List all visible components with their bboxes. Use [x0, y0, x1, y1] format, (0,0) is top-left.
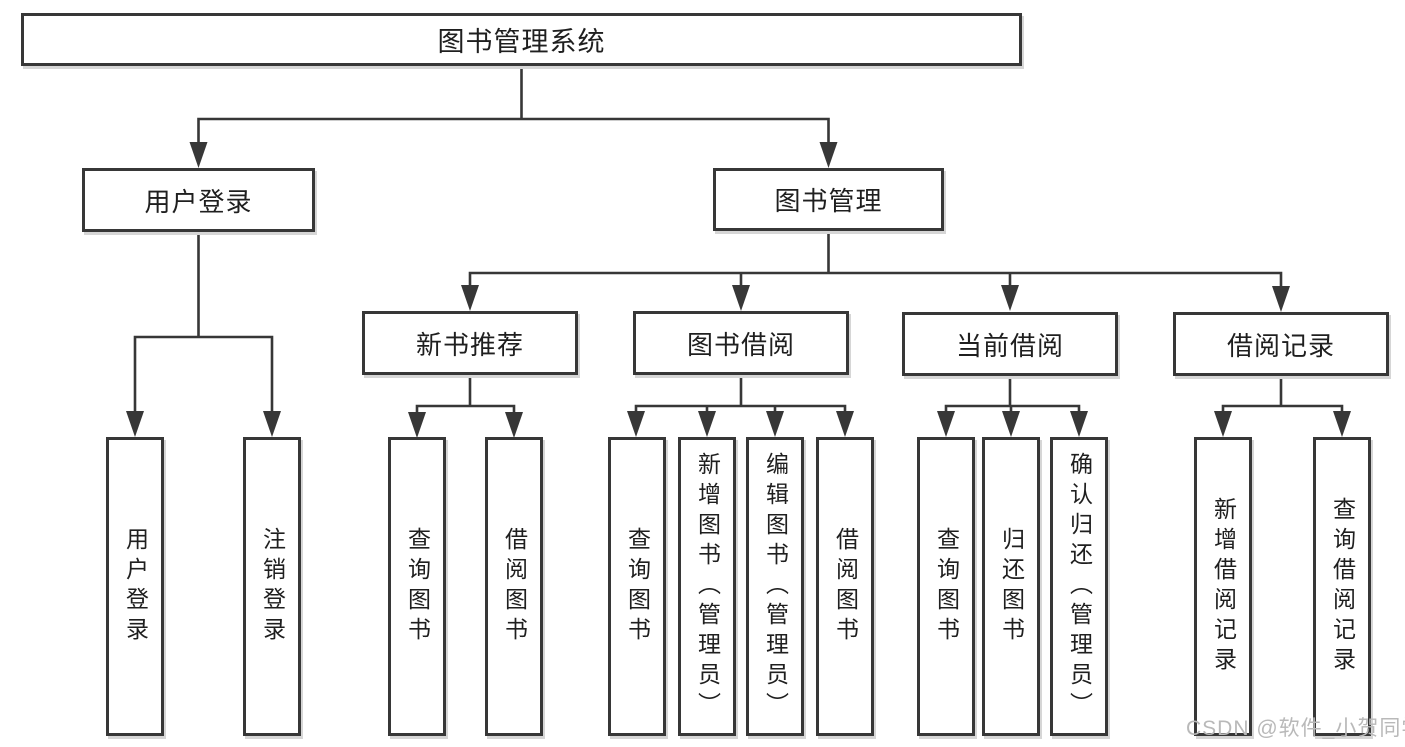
node-leaf-query-books-borrow: 查询图书 — [608, 437, 666, 736]
node-label: 图书管理 — [774, 186, 883, 216]
node-leaf-return-books: 归还图书 — [982, 437, 1040, 736]
node-label: 归还图书 — [998, 526, 1025, 647]
node-label: 新书推荐 — [415, 329, 524, 360]
node-new-book-recommendation: 新书推荐 — [362, 311, 578, 375]
node-label: 当前借阅 — [955, 330, 1064, 361]
node-label: 借阅记录 — [1226, 330, 1335, 361]
node-borrowing-records: 借阅记录 — [1173, 312, 1389, 376]
node-leaf-add-borrow-record: 新增借阅记录 — [1194, 437, 1252, 736]
node-label: 查询图书 — [624, 526, 651, 647]
node-label: 确认归还（管理员） — [1066, 451, 1093, 722]
node-leaf-query-books-current: 查询图书 — [917, 437, 975, 736]
node-book-management: 图书管理 — [713, 168, 944, 231]
node-leaf-user-login: 用户登录 — [106, 437, 164, 736]
node-label: 注销登录 — [259, 526, 286, 647]
node-label: 新增借阅记录 — [1210, 496, 1237, 677]
node-book-borrowing: 图书借阅 — [633, 311, 849, 375]
node-label: 查询图书 — [933, 526, 960, 647]
node-user-login: 用户登录 — [82, 168, 315, 232]
node-leaf-borrow-books-rec: 借阅图书 — [485, 437, 543, 736]
node-leaf-borrow-books: 借阅图书 — [816, 437, 874, 736]
node-leaf-confirm-return-admin: 确认归还（管理员） — [1050, 437, 1108, 736]
node-label: 图书管理系统 — [437, 27, 606, 57]
node-label: 新增图书（管理员） — [694, 451, 721, 722]
node-label: 查询借阅记录 — [1329, 496, 1356, 677]
node-leaf-logout: 注销登录 — [243, 437, 301, 736]
node-label: 借阅图书 — [501, 526, 528, 647]
node-leaf-edit-books-admin: 编辑图书（管理员） — [746, 437, 804, 736]
node-label: 用户登录 — [144, 186, 253, 217]
csdn-watermark: CSDN @软件_小贺同学 — [1186, 717, 1405, 740]
node-label: 编辑图书（管理员） — [762, 451, 789, 722]
node-current-borrowing: 当前借阅 — [902, 312, 1118, 376]
node-label: 用户登录 — [122, 526, 149, 647]
node-library-management-system: 图书管理系统 — [21, 13, 1022, 66]
node-leaf-query-books-rec: 查询图书 — [388, 437, 446, 736]
node-label: 查询图书 — [404, 526, 431, 647]
node-label: 借阅图书 — [832, 526, 859, 647]
node-leaf-query-borrow-record: 查询借阅记录 — [1313, 437, 1371, 736]
node-leaf-add-books-admin: 新增图书（管理员） — [678, 437, 736, 736]
node-label: 图书借阅 — [686, 329, 795, 360]
